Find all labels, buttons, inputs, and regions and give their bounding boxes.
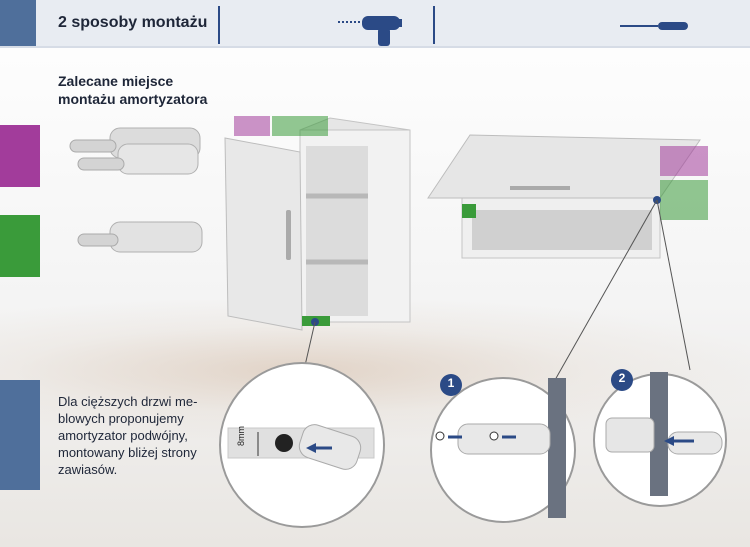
drill-icon xyxy=(338,16,402,46)
pointer-line xyxy=(554,199,658,381)
detail-insert-circle xyxy=(593,369,727,507)
section-title: Zalecane miejsce montażu amortyzatora xyxy=(58,72,258,108)
note-line: montowany bliżej strony xyxy=(58,445,197,460)
wall-cabinet-illustration xyxy=(224,116,411,331)
step-1-number: 1 xyxy=(447,376,455,390)
note-line: Dla cięższych drzwi me- xyxy=(58,394,198,409)
screwdriver-icon xyxy=(620,22,688,30)
drill-hole-icon xyxy=(275,434,293,452)
single-damper-illustration xyxy=(77,221,203,253)
section-title-line: montażu amortyzatora xyxy=(58,91,208,107)
header-divider xyxy=(218,6,220,44)
header-accent xyxy=(0,0,36,46)
note-line: amortyzator podwójny, xyxy=(58,428,188,443)
green-swatch xyxy=(0,215,40,277)
double-damper-illustration xyxy=(69,127,201,175)
pointer-line xyxy=(656,199,691,371)
detail-screw-circle xyxy=(430,374,576,523)
step-1-badge xyxy=(440,374,462,396)
step-2-number: 2 xyxy=(618,371,626,385)
magenta-swatch xyxy=(0,125,40,187)
detail-drilling-circle xyxy=(219,362,385,528)
lift-cabinet-illustration xyxy=(427,134,708,259)
step-2-badge xyxy=(611,369,633,391)
header-divider xyxy=(433,6,435,44)
dimension-label: 8mm xyxy=(236,426,246,446)
screw-icon xyxy=(435,431,445,441)
screw-icon xyxy=(489,431,499,441)
header-bar xyxy=(0,0,750,48)
note-text: Dla cięższych drzwi me- blowych proponuj… xyxy=(58,393,228,478)
pointer-line xyxy=(303,321,316,371)
section-title-line: Zalecane miejsce xyxy=(58,73,174,89)
note-line: zawiasów. xyxy=(58,462,118,477)
note-accent-band xyxy=(0,380,40,490)
note-line: blowych proponujemy xyxy=(58,411,184,426)
page-title: 2 sposoby montażu xyxy=(58,14,208,31)
